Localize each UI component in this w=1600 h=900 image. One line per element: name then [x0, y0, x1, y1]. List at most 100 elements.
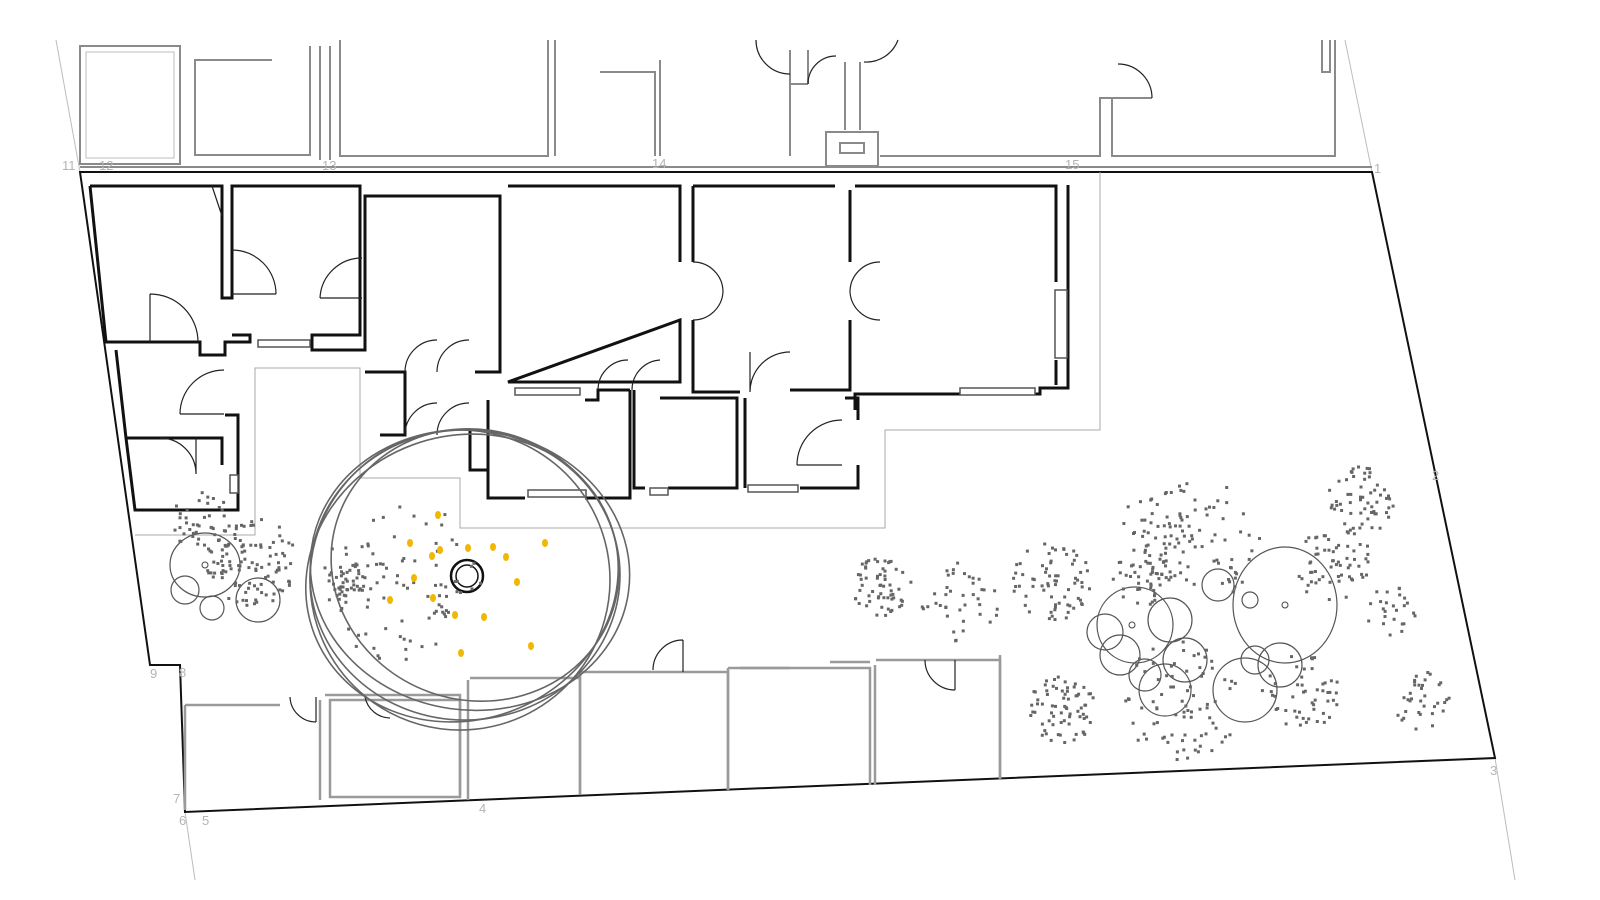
plant-dot [1091, 696, 1095, 700]
plant-dot [982, 588, 986, 592]
plant-dot [993, 589, 997, 593]
plant-dot [1068, 604, 1072, 608]
flower-mark [542, 539, 548, 547]
plant-dot [1387, 506, 1391, 510]
plant-dot [1030, 703, 1034, 707]
plant-dot [195, 523, 199, 527]
plant-dot [402, 583, 406, 587]
plant-dot [402, 637, 406, 641]
plant-dot [1043, 683, 1047, 687]
plant-dot [339, 574, 343, 578]
plant-dot [1328, 690, 1332, 694]
plant-dot [1321, 689, 1325, 693]
plant-dot [1273, 694, 1277, 698]
plant-dot [1402, 604, 1406, 608]
plant-dot [898, 605, 902, 609]
plant-dot [1154, 572, 1158, 575]
plant-dot [1126, 505, 1130, 509]
plant-dot [252, 523, 255, 527]
plant-dot [1258, 537, 1261, 540]
plant-dot [224, 570, 228, 574]
plant-dot [254, 567, 258, 571]
plant-dot [1373, 488, 1377, 492]
plant-dot [1310, 667, 1314, 671]
plant-dot [1031, 584, 1035, 588]
plant-dot [1138, 565, 1142, 569]
plant-dot [281, 589, 285, 593]
plant-dot [1146, 543, 1150, 547]
plant-dot [1192, 654, 1196, 658]
plant-dot [254, 598, 258, 602]
plant-dot [289, 562, 293, 566]
plant-dot [1066, 686, 1069, 690]
flower-mark [490, 543, 496, 551]
plant-dot [339, 609, 343, 612]
plant-dot [945, 586, 949, 589]
plant-dot [351, 563, 355, 567]
plant-dot [1211, 721, 1215, 725]
plant-dot [271, 540, 275, 544]
plant-dot [278, 534, 282, 538]
plant-dot [1060, 689, 1064, 693]
plant-dot [1331, 698, 1335, 702]
plant-dot [1153, 598, 1157, 602]
plant-dot [890, 608, 894, 612]
plant-dot [1229, 566, 1233, 570]
plant-dot [211, 527, 215, 531]
plant-dot [241, 543, 245, 547]
plant-dot [1073, 682, 1077, 686]
plant-dot [1065, 552, 1069, 556]
plant-dot [1158, 583, 1162, 587]
plant-dot [1349, 492, 1353, 496]
plant-dot [875, 613, 879, 617]
plant-dot [1054, 603, 1057, 607]
plant-dot [971, 593, 975, 597]
plant-dot [1163, 535, 1167, 539]
plant-dot [266, 574, 270, 578]
plant-dot [442, 612, 446, 616]
plant-dot [1142, 732, 1146, 736]
vertex-label-8: 8 [179, 665, 186, 680]
plant-dot [443, 513, 447, 517]
plant-dot [1349, 470, 1353, 474]
vertex-label-7: 7 [173, 791, 180, 806]
plant-dot [1014, 585, 1018, 588]
plant-dot [1178, 513, 1182, 517]
plant-dot [1059, 721, 1063, 724]
plant-dot [1040, 702, 1044, 706]
plant-dot [954, 639, 958, 643]
plant-dot [1044, 732, 1048, 736]
plant-dot [1199, 734, 1203, 738]
plant-dot [392, 535, 396, 539]
plant-dot [1156, 678, 1160, 682]
plant-dot [859, 577, 863, 581]
plant-dot [1349, 511, 1353, 515]
plant-dot [1428, 672, 1432, 676]
plant-dot [1121, 587, 1125, 591]
plant-dot [197, 524, 201, 528]
plant-dot [1301, 716, 1305, 720]
plant-dot [1053, 618, 1057, 621]
plant-dot [1317, 578, 1321, 582]
plant-dot [206, 495, 210, 499]
plant-dot [1366, 501, 1370, 505]
vertex-label-6: 6 [179, 813, 186, 828]
plant-dot [372, 518, 375, 522]
plant-dot [1348, 528, 1352, 532]
plant-dot [1072, 738, 1076, 742]
plant-dot [1421, 683, 1424, 687]
plant-dot [1348, 563, 1352, 567]
plant-dot [1164, 559, 1168, 563]
plant-dot [1369, 602, 1373, 606]
plant-dot [238, 584, 241, 588]
plant-dot [1075, 553, 1079, 557]
plant-dot [1447, 696, 1451, 700]
plant-dot [238, 564, 242, 568]
plant-dot [402, 557, 406, 560]
plant-dot [1045, 567, 1048, 571]
plant-dot [1014, 571, 1018, 575]
plant-dot [1331, 550, 1335, 554]
plant-dot [264, 576, 267, 580]
plant-dot [210, 550, 214, 554]
plant-dot [1402, 716, 1406, 720]
